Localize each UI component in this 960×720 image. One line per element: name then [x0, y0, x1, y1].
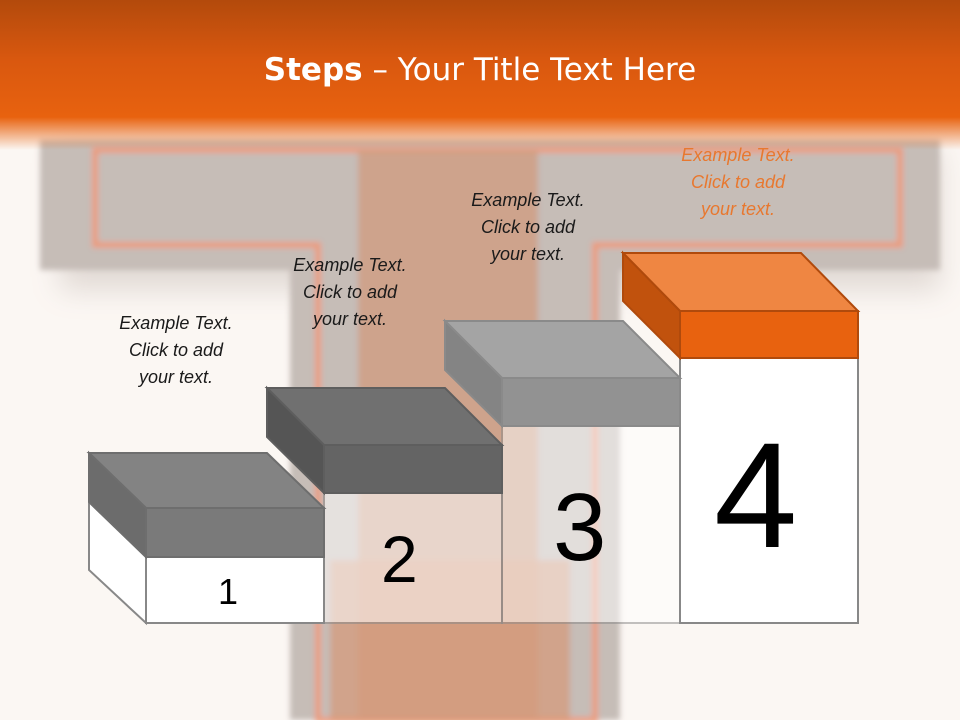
step-3-caption-line: Click to add	[480, 217, 576, 237]
title-bold: Steps	[263, 52, 363, 88]
step-4-number: 4	[714, 411, 798, 579]
step-2-caption-line: your text.	[312, 309, 388, 329]
step-1-caption-line: Example Text.	[119, 313, 233, 333]
page-title[interactable]: Steps – Your Title Text Here	[0, 52, 960, 88]
step-3-caption-line: your text.	[490, 244, 566, 264]
step-2-caption-line: Click to add	[302, 282, 398, 302]
step-4-caption-line: Example Text.	[681, 145, 795, 165]
step-3-block[interactable]	[442, 318, 683, 429]
step-3-caption-line: Example Text.	[471, 190, 585, 210]
step-2-block[interactable]	[264, 385, 505, 496]
step-3-number: 3	[553, 474, 607, 581]
step-2-column[interactable]	[323, 492, 503, 624]
step-1-caption-line: Click to add	[128, 340, 224, 360]
step-4-block[interactable]	[620, 250, 861, 361]
step-1-number: 1	[218, 571, 239, 612]
step-4-caption-line: your text.	[700, 199, 776, 219]
step-1-block[interactable]	[86, 450, 327, 560]
title-bar	[0, 0, 960, 150]
step-3-caption[interactable]: Example Text. Click to add your text.	[438, 187, 618, 268]
step-2-caption-line: Example Text.	[293, 255, 407, 275]
step-3-column[interactable]	[501, 425, 681, 624]
step-2-number: 2	[381, 522, 418, 596]
step-1-caption-line: your text.	[138, 367, 214, 387]
step-4-caption[interactable]: Example Text. Click to add your text.	[648, 142, 828, 223]
step-2-caption[interactable]: Example Text. Click to add your text.	[260, 252, 440, 333]
step-4-caption-line: Click to add	[690, 172, 786, 192]
title-rest: – Your Title Text Here	[362, 52, 697, 88]
step-1-caption[interactable]: Example Text. Click to add your text.	[86, 310, 266, 391]
step-4-column[interactable]	[679, 357, 859, 624]
